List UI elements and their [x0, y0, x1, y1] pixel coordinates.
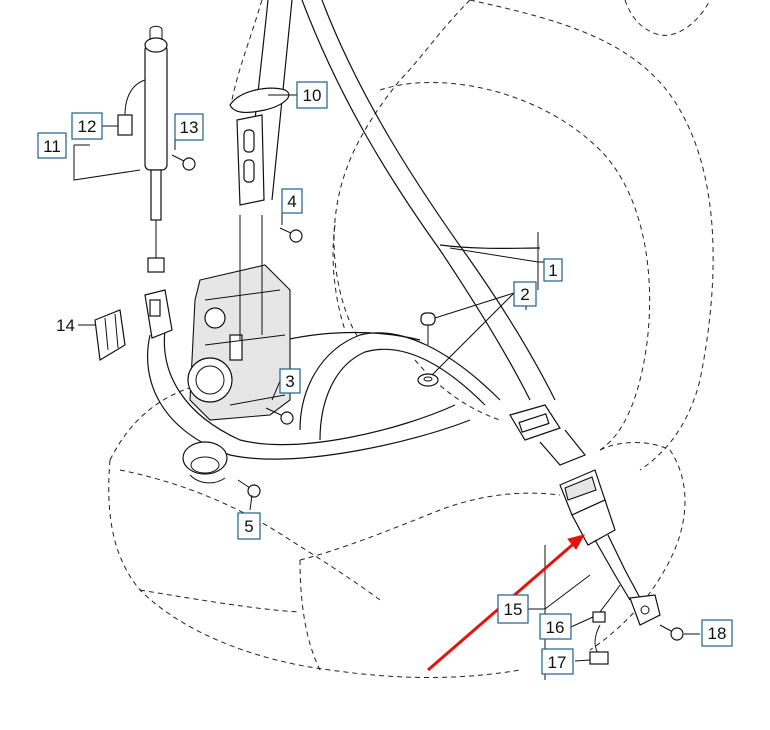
callout-12-label: 12: [78, 117, 97, 136]
bolts: [171, 154, 684, 641]
callout-5[interactable]: 5: [237, 512, 261, 540]
callout-10-label: 10: [303, 86, 322, 105]
callout-15-label: 15: [504, 600, 523, 619]
callout-3[interactable]: 3: [279, 368, 301, 394]
callout-17-label: 17: [548, 653, 567, 672]
callout-11-label: 11: [43, 137, 61, 156]
pin-and-washer: [417, 312, 439, 387]
callout-14-label: 14: [56, 316, 75, 335]
callout-12[interactable]: 12: [71, 112, 103, 140]
callout-2-label: 2: [520, 285, 529, 304]
callout-16-label: 16: [546, 618, 565, 637]
callout-14[interactable]: 14: [56, 316, 75, 335]
callout-13[interactable]: 13: [174, 113, 204, 141]
callout-1-label: 1: [548, 261, 557, 280]
leader-lines: [73, 94, 700, 680]
callout-18[interactable]: 18: [701, 619, 733, 647]
callout-2[interactable]: 2: [513, 281, 537, 307]
callout-17[interactable]: 17: [541, 648, 574, 675]
callout-3-label: 3: [285, 372, 294, 391]
floor-anchor: [182, 441, 228, 484]
retractor-assembly: [187, 215, 291, 421]
callout-18-label: 18: [708, 624, 727, 643]
callout-4-label: 4: [287, 192, 296, 211]
callout-16[interactable]: 16: [539, 613, 572, 640]
callout-5-label: 5: [244, 517, 253, 536]
callout-1[interactable]: 1: [543, 258, 563, 282]
seat-outline: [108, 0, 714, 678]
callout-15[interactable]: 15: [497, 594, 529, 624]
callout-11[interactable]: 11: [37, 132, 67, 159]
callout-4[interactable]: 4: [281, 188, 303, 214]
callout-10[interactable]: 10: [296, 81, 328, 109]
belt-tensioner: [117, 25, 173, 339]
guide-clip: [94, 309, 126, 361]
belt-webbing: [147, 0, 586, 466]
height-adjuster: [229, 87, 290, 206]
callout-13-label: 13: [180, 118, 199, 137]
buckle-assembly: [559, 469, 661, 665]
